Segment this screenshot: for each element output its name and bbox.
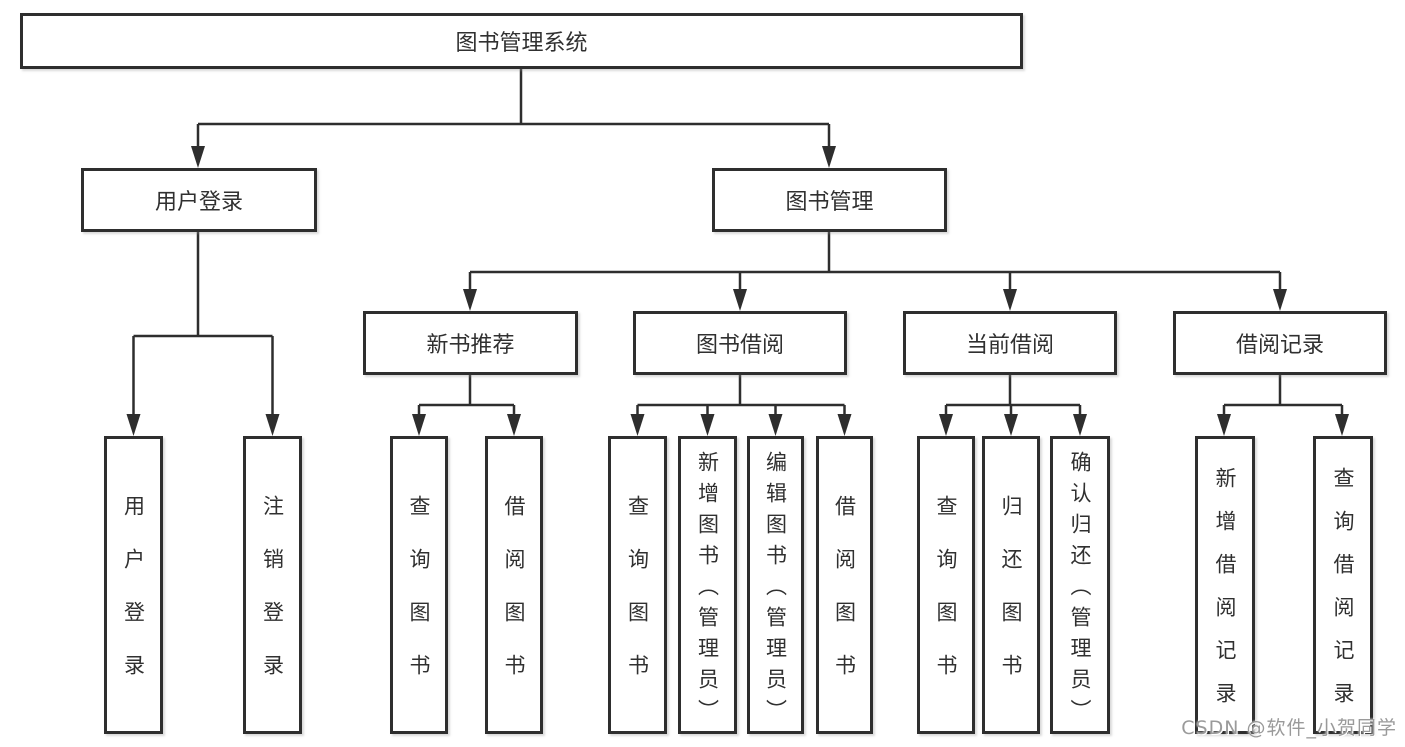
node-borrowing-records: 借阅记录 (1173, 311, 1387, 375)
leaf-label: 借阅图书 (502, 495, 526, 707)
leaf-return-books: 归还图书 (982, 436, 1040, 734)
leaf-logout: 注销登录 (243, 436, 302, 734)
leaf-label: 归还图书 (999, 495, 1023, 707)
leaf-label: 编辑图书（管理员） (763, 450, 788, 730)
leaf-label: 查询图书 (407, 495, 431, 707)
node-current-borrowing: 当前借阅 (903, 311, 1117, 375)
csdn-watermark: CSDN @软件_小贺同学 (1181, 717, 1397, 739)
leaf-label: 注销登录 (260, 495, 285, 707)
node-new-book-recommendation: 新书推荐 (363, 311, 578, 375)
leaf-label: 新增图书（管理员） (695, 450, 720, 730)
leaf-label: 用户登录 (121, 495, 146, 707)
leaf-label: 查询借阅记录 (1331, 467, 1355, 725)
leaf-label: 借阅图书 (832, 495, 857, 707)
leaf-query-books-borrow: 查询图书 (608, 436, 667, 734)
leaf-query-books-newbook: 查询图书 (390, 436, 448, 734)
edge-newbook-to-leaves (412, 375, 521, 436)
node-root-system: 图书管理系统 (20, 13, 1023, 69)
leaf-borrow-books: 借阅图书 (816, 436, 873, 734)
leaf-edit-books-admin: 编辑图书（管理员） (747, 436, 804, 734)
leaf-add-borrow-record: 新增借阅记录 (1195, 436, 1255, 734)
leaf-label: 查询图书 (934, 495, 958, 707)
leaf-add-books-admin: 新增图书（管理员） (678, 436, 737, 734)
leaf-label: 查询图书 (625, 495, 650, 707)
node-book-management: 图书管理 (712, 168, 947, 232)
leaf-user-login: 用户登录 (104, 436, 163, 734)
edge-userlogin-to-leaves (126, 232, 280, 436)
leaf-label: 新增借阅记录 (1213, 467, 1237, 725)
leaf-query-borrow-record: 查询借阅记录 (1313, 436, 1373, 734)
edge-borrow-to-leaves (630, 375, 852, 436)
edge-records-to-leaves (1217, 375, 1349, 436)
edge-root-to-level2 (191, 69, 836, 168)
edge-bookmgmt-to-level3 (463, 232, 1287, 311)
leaf-label: 确认归还（管理员） (1068, 450, 1092, 730)
leaf-borrow-books-newbook: 借阅图书 (485, 436, 543, 734)
leaf-confirm-return-admin: 确认归还（管理员） (1050, 436, 1110, 734)
node-book-borrowing: 图书借阅 (633, 311, 847, 375)
leaf-query-books-current: 查询图书 (917, 436, 975, 734)
edge-current-to-leaves (939, 375, 1087, 436)
node-user-login: 用户登录 (81, 168, 317, 232)
